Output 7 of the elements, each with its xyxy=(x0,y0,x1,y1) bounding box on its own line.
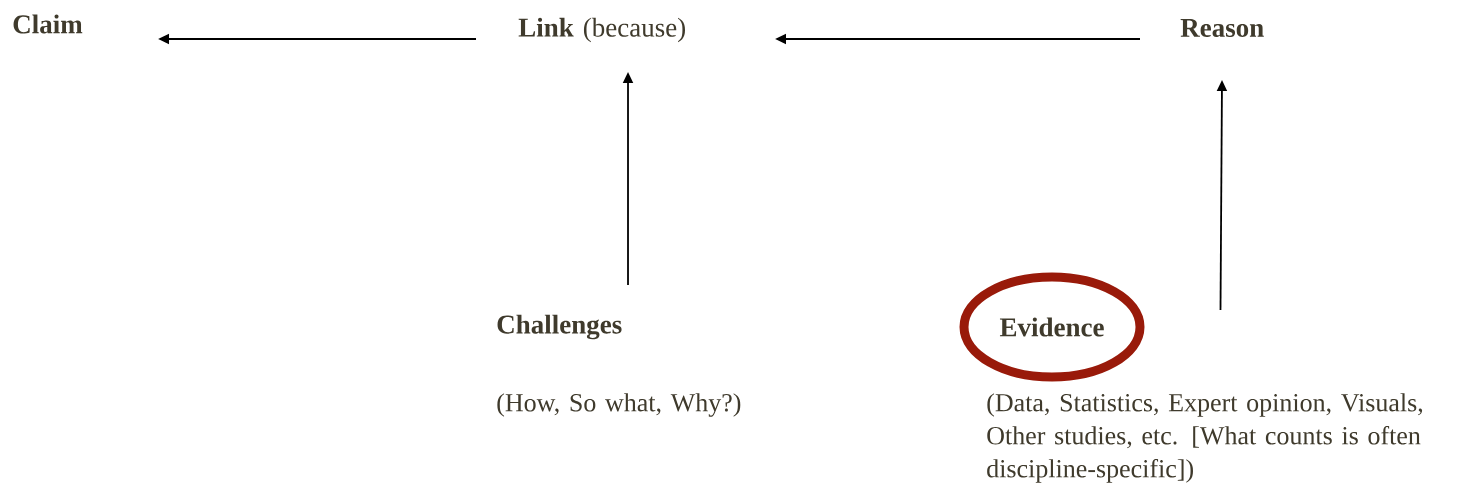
heading-text: Reason xyxy=(1180,19,1264,37)
description-text: (How, So what, Why?) xyxy=(497,393,741,417)
node-text: Link (because) xyxy=(518,17,685,43)
heading-text: Challenges xyxy=(497,314,622,340)
circled-heading: Evidence xyxy=(959,272,1145,382)
heading-text: Claim xyxy=(13,14,83,34)
description-text: (Data, Statistics, Expert opinion, Visuals, Other studies, etc. [What counts is often discipline-specific]) xyxy=(987,393,1423,483)
